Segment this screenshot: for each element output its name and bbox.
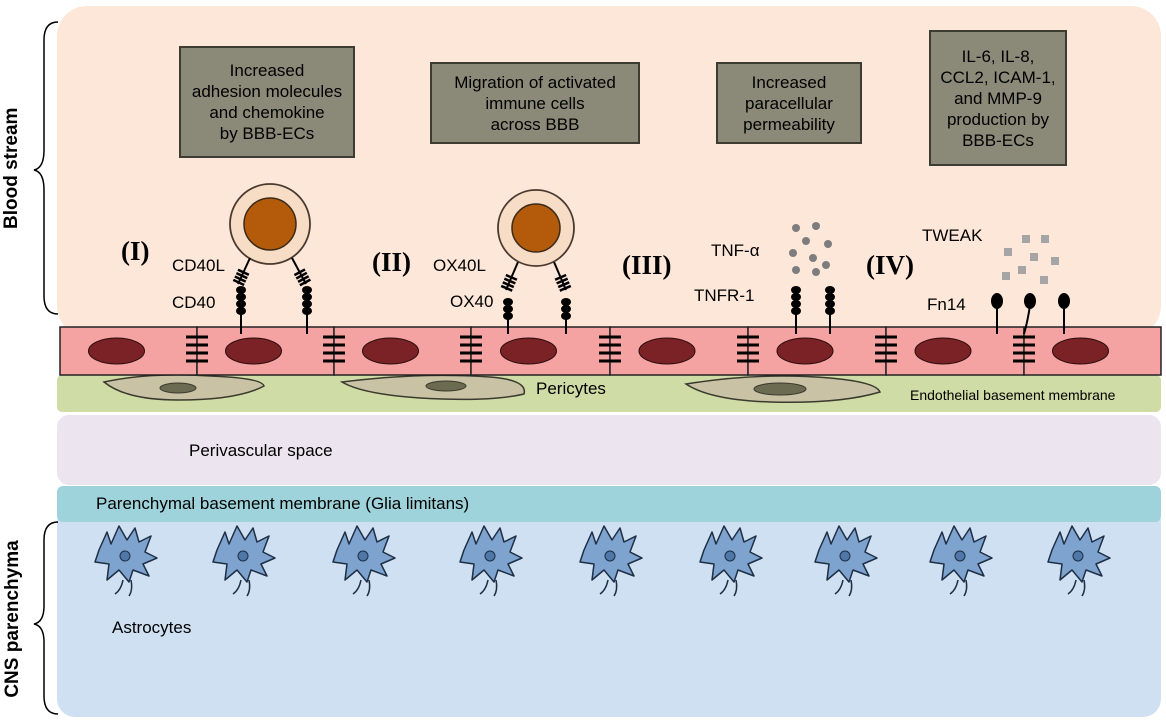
panel-2-numeral: (II) — [372, 247, 411, 277]
astrocyte-nucleus — [119, 550, 131, 562]
astrocyte-nucleus — [724, 550, 736, 562]
tight-junction — [186, 335, 208, 363]
astrocyte — [212, 525, 276, 597]
nucleus — [500, 337, 557, 365]
pericyte — [683, 375, 882, 404]
cns-parenchyma-brace — [33, 521, 59, 715]
ox40-receptor — [561, 298, 571, 334]
astrocyte-nucleus — [604, 550, 616, 562]
tight-junction — [323, 335, 345, 363]
ox40l-ligand — [500, 261, 519, 292]
astrocyte-nucleus — [1072, 550, 1084, 562]
blood-stream-brace — [33, 21, 59, 315]
astrocyte — [459, 525, 523, 597]
astrocyte-nucleus — [484, 550, 496, 562]
tnfr1-receptor — [825, 286, 835, 334]
pericyte — [339, 374, 526, 401]
nucleus — [776, 337, 834, 365]
nucleus — [88, 337, 145, 365]
pericytes-label: Pericytes — [536, 379, 606, 398]
effect-box-panel-2: Migration of activated immune cells acro… — [430, 62, 640, 144]
ligand-label-ox40l: OX40L — [433, 256, 486, 275]
astrocyte — [929, 525, 993, 597]
receptor-label-tnfr1: TNFR-1 — [694, 286, 755, 305]
fn14-receptor — [991, 293, 1003, 334]
tight-junction — [875, 335, 897, 363]
pericyte — [102, 374, 265, 401]
ligand-label-tweak: TWEAK — [922, 226, 983, 245]
astrocyte — [1047, 525, 1111, 597]
astrocyte-nucleus — [954, 550, 966, 562]
astrocytes-group — [94, 525, 1111, 597]
receptor-label-fn14: Fn14 — [927, 295, 966, 314]
panel-1-numeral: (I) — [121, 236, 150, 266]
blood-stream-side-label: Blood stream — [1, 107, 22, 229]
immune-cell — [229, 183, 311, 265]
glia-limitans-layer — [57, 486, 1161, 522]
endothelial-cell — [1023, 326, 1162, 376]
tight-junction — [1013, 335, 1035, 363]
astrocyte-nucleus — [839, 550, 851, 562]
fn14-receptor — [1023, 293, 1036, 335]
effect-box-panel-3: Increased paracellular permeability — [716, 62, 862, 144]
endothelial-cell — [885, 326, 1025, 376]
panel-4-numeral: (IV) — [866, 250, 914, 280]
tweak-molecules — [1002, 235, 1059, 284]
cd40-receptor — [302, 286, 312, 334]
parenchyma-region — [57, 505, 1161, 717]
nucleus — [225, 337, 282, 365]
astrocyte — [579, 525, 643, 597]
astrocyte-nucleus — [357, 550, 369, 562]
endothelial-layer — [59, 326, 1162, 376]
ligand-label-tnf-alpha: TNF-α — [711, 241, 760, 260]
fn14-receptor — [1058, 293, 1070, 334]
nucleus — [1052, 337, 1109, 365]
cd40l-ligand — [232, 257, 251, 287]
cns-parenchyma-side-label: CNS parenchyma — [2, 540, 23, 698]
glia-limitans-label: Parenchymal basement membrane (Glia limi… — [96, 494, 470, 513]
astrocyte — [94, 525, 158, 597]
tight-junction — [599, 335, 621, 363]
cd40-receptor — [236, 286, 246, 334]
perivascular-space-region — [57, 415, 1161, 485]
nucleus — [914, 337, 972, 365]
perivascular-space-label: Perivascular space — [189, 441, 333, 460]
astrocyte — [332, 525, 396, 597]
endothelial-cell — [747, 326, 887, 376]
receptor-pairs — [232, 257, 835, 334]
astrocyte — [699, 525, 763, 597]
cd40l-ligand — [291, 257, 312, 287]
tight-junctions — [186, 335, 1035, 363]
endothelial-cell — [609, 326, 749, 376]
receptor-label-cd40: CD40 — [172, 293, 216, 312]
immune-cell — [497, 189, 575, 267]
endothelial-cell — [196, 326, 335, 376]
astrocyte-nucleus — [237, 550, 249, 562]
tight-junction — [460, 335, 482, 363]
endothelial-cell — [59, 326, 198, 376]
tnf-alpha-molecules — [789, 222, 832, 276]
tight-junction — [737, 335, 759, 363]
effect-box-panel-1: Increased adhesion molecules and chemoki… — [179, 46, 355, 158]
astrocyte — [814, 525, 878, 597]
effect-box-panel-4: IL-6, IL-8, CCL2, ICAM-1, and MMP-9 prod… — [929, 30, 1067, 166]
ox40l-ligand — [553, 261, 572, 292]
ox40-receptor — [503, 298, 513, 334]
receptor-label-ox40: OX40 — [450, 292, 494, 311]
astrocytes-label: Astrocytes — [112, 618, 192, 637]
ligand-label-cd40l: CD40L — [172, 256, 225, 275]
nucleus — [362, 337, 419, 365]
endothelial-basement-membrane-layer — [57, 375, 1161, 412]
panel-3-numeral: (III) — [622, 250, 672, 280]
endothelial-basement-membrane-label: Endothelial basement membrane — [910, 387, 1116, 403]
nucleus — [638, 337, 696, 365]
endothelial-cell — [333, 326, 472, 376]
tnfr1-receptor — [791, 286, 801, 334]
endothelial-cell — [470, 326, 611, 376]
